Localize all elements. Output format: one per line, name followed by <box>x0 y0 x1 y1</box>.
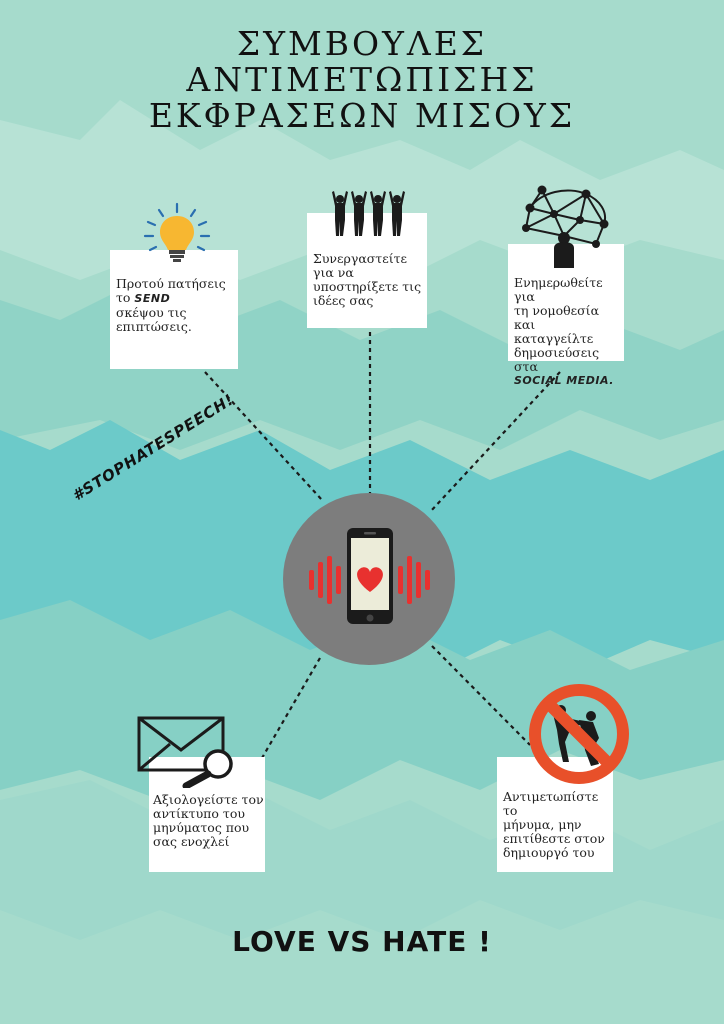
title-line-3: ΕΚΦΡΑΣΕΩΝ ΜΙΣΟΥΣ <box>148 96 576 135</box>
tip-5-line-2: μήνυμα, μην <box>503 817 582 832</box>
no-fighting-icon <box>529 684 629 784</box>
tip-3-line-1: Ενημερωθείτε για <box>514 275 603 304</box>
tip-2-line-3: υποστηρίξετε τις <box>313 279 422 294</box>
tip-1-line-3: σκέψου τις <box>116 305 187 320</box>
lightbulb-icon <box>143 202 211 262</box>
tip-5-line-3: επιτίθεστε στον <box>503 831 605 846</box>
tip-card-legislation: Ενημερωθείτε για τη νομοθεσία και καταγγ… <box>508 244 624 387</box>
tip-card-cooperate: Συνεργαστείτε για να υποστηρίξετε τις ιδ… <box>307 213 427 328</box>
send-label: SEND <box>134 292 171 305</box>
tip-3-line-4: δημοσιεύσεις στα <box>514 345 600 374</box>
tip-4-line-2: αντίκτυπο του <box>153 806 245 821</box>
tip-1-line-4: επιπτώσεις. <box>116 319 192 334</box>
tip-1-line-2: το <box>116 290 135 305</box>
network-person-icon <box>522 185 609 268</box>
title-line-1: ΣΥΜΒΟΥΛΕΣ <box>236 24 488 63</box>
envelope-magnifier-icon <box>137 716 233 788</box>
people-raising-hands-icon <box>332 191 405 236</box>
tip-4-line-4: σας ενοχλεί <box>153 834 230 849</box>
poster-title: ΣΥΜΒΟΥΛΕΣ ΑΝΤΙΜΕΤΩΠΙΣΗΣ ΕΚΦΡΑΣΕΩΝ ΜΙΣΟΥΣ <box>0 26 724 134</box>
tip-1-line-1: Προτού πατήσεις <box>116 276 226 291</box>
social-media-label: SOCIAL MEDIA. <box>514 374 614 387</box>
tip-2-line-1: Συνεργαστείτε <box>313 251 407 266</box>
smartphone-heart-icon <box>283 493 455 665</box>
tip-3-line-3: καταγγείλτε <box>514 331 594 346</box>
tip-card-send: Προτού πατήσεις το SEND σκέψου τις επιπτ… <box>110 250 238 369</box>
love-vs-hate-footer: LOVE VS HATE ! <box>232 925 492 958</box>
title-line-2: ΑΝΤΙΜΕΤΩΠΙΣΗΣ <box>186 60 538 99</box>
tip-2-line-2: για να <box>313 265 354 280</box>
tip-2-line-4: ιδέες σας <box>313 293 374 308</box>
tip-3-line-2: τη νομοθεσία και <box>514 303 600 332</box>
tip-4-line-3: μηνύματος που <box>153 820 250 835</box>
tip-5-line-4: δημιουργό του <box>503 845 595 860</box>
tip-4-line-1: Αξιολογείστε τον <box>153 792 264 807</box>
tip-5-line-1: Αντιμετωπίστε το <box>503 789 599 818</box>
